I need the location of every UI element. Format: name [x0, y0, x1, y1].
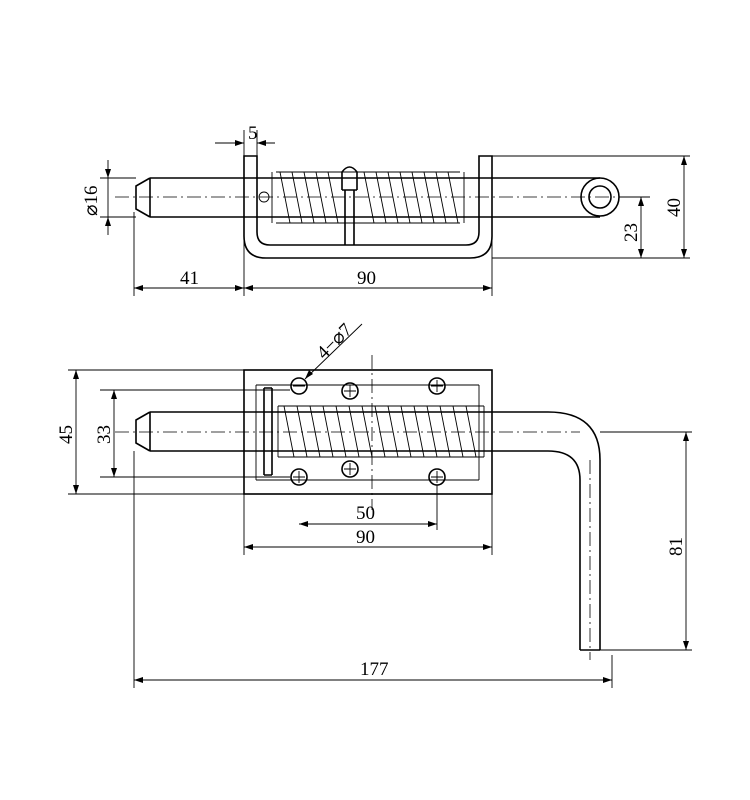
- dim-pin-diameter: ⌀16: [81, 160, 136, 235]
- dim-pin-diameter-label: ⌀16: [81, 186, 102, 216]
- dim-bracket-length-label: 90: [357, 268, 376, 289]
- dim-front-vertical: 45 33: [56, 369, 290, 495]
- dim-top-vertical: 23 40: [492, 155, 690, 259]
- hole-bottom-mid: [341, 460, 359, 478]
- front-plate-inner-edge: [255, 384, 480, 481]
- dim-slot-width: 5: [215, 123, 275, 156]
- dim-slot-width-label: 5: [248, 123, 258, 144]
- hole-top-left: [290, 377, 308, 395]
- front-pin: [115, 411, 601, 660]
- hole-top-mid: [341, 382, 359, 400]
- dim-plate-length-label: 90: [356, 527, 375, 548]
- top-cross-pin: [258, 191, 270, 203]
- hole-bottom-left: [290, 468, 308, 486]
- dim-overall-length-label: 177: [360, 659, 389, 680]
- dim-hole-spacing-v-label: 33: [94, 425, 115, 444]
- top-pin: [115, 177, 640, 218]
- dim-hole-spacing-h-label: 50: [356, 503, 375, 524]
- dim-top-horizontal: 41 90: [133, 212, 493, 296]
- front-mounting-holes: [290, 355, 446, 510]
- dim-front-horizontal: 50 90: [243, 485, 493, 555]
- dim-overall-length: 177: [133, 451, 613, 688]
- front-spring: [277, 405, 485, 458]
- top-view: 5 ⌀16 41 90: [81, 123, 690, 296]
- top-u-bracket: [243, 155, 493, 259]
- top-stop-pin: [341, 166, 358, 245]
- dim-holes-label: 4−⌀7: [313, 320, 357, 364]
- top-spring: [271, 171, 465, 224]
- dim-overall-height-label: 40: [664, 198, 685, 217]
- dim-ring-height-label: 23: [621, 223, 642, 242]
- hole-top-right: [428, 377, 446, 395]
- dim-handle-height: 81: [600, 431, 692, 651]
- dim-plate-height-label: 45: [56, 425, 77, 444]
- dim-pin-extension-label: 41: [180, 268, 199, 289]
- front-collar: [263, 387, 273, 476]
- front-view: 4−⌀7 45 33 50: [56, 320, 692, 688]
- dim-handle-height-label: 81: [666, 537, 687, 556]
